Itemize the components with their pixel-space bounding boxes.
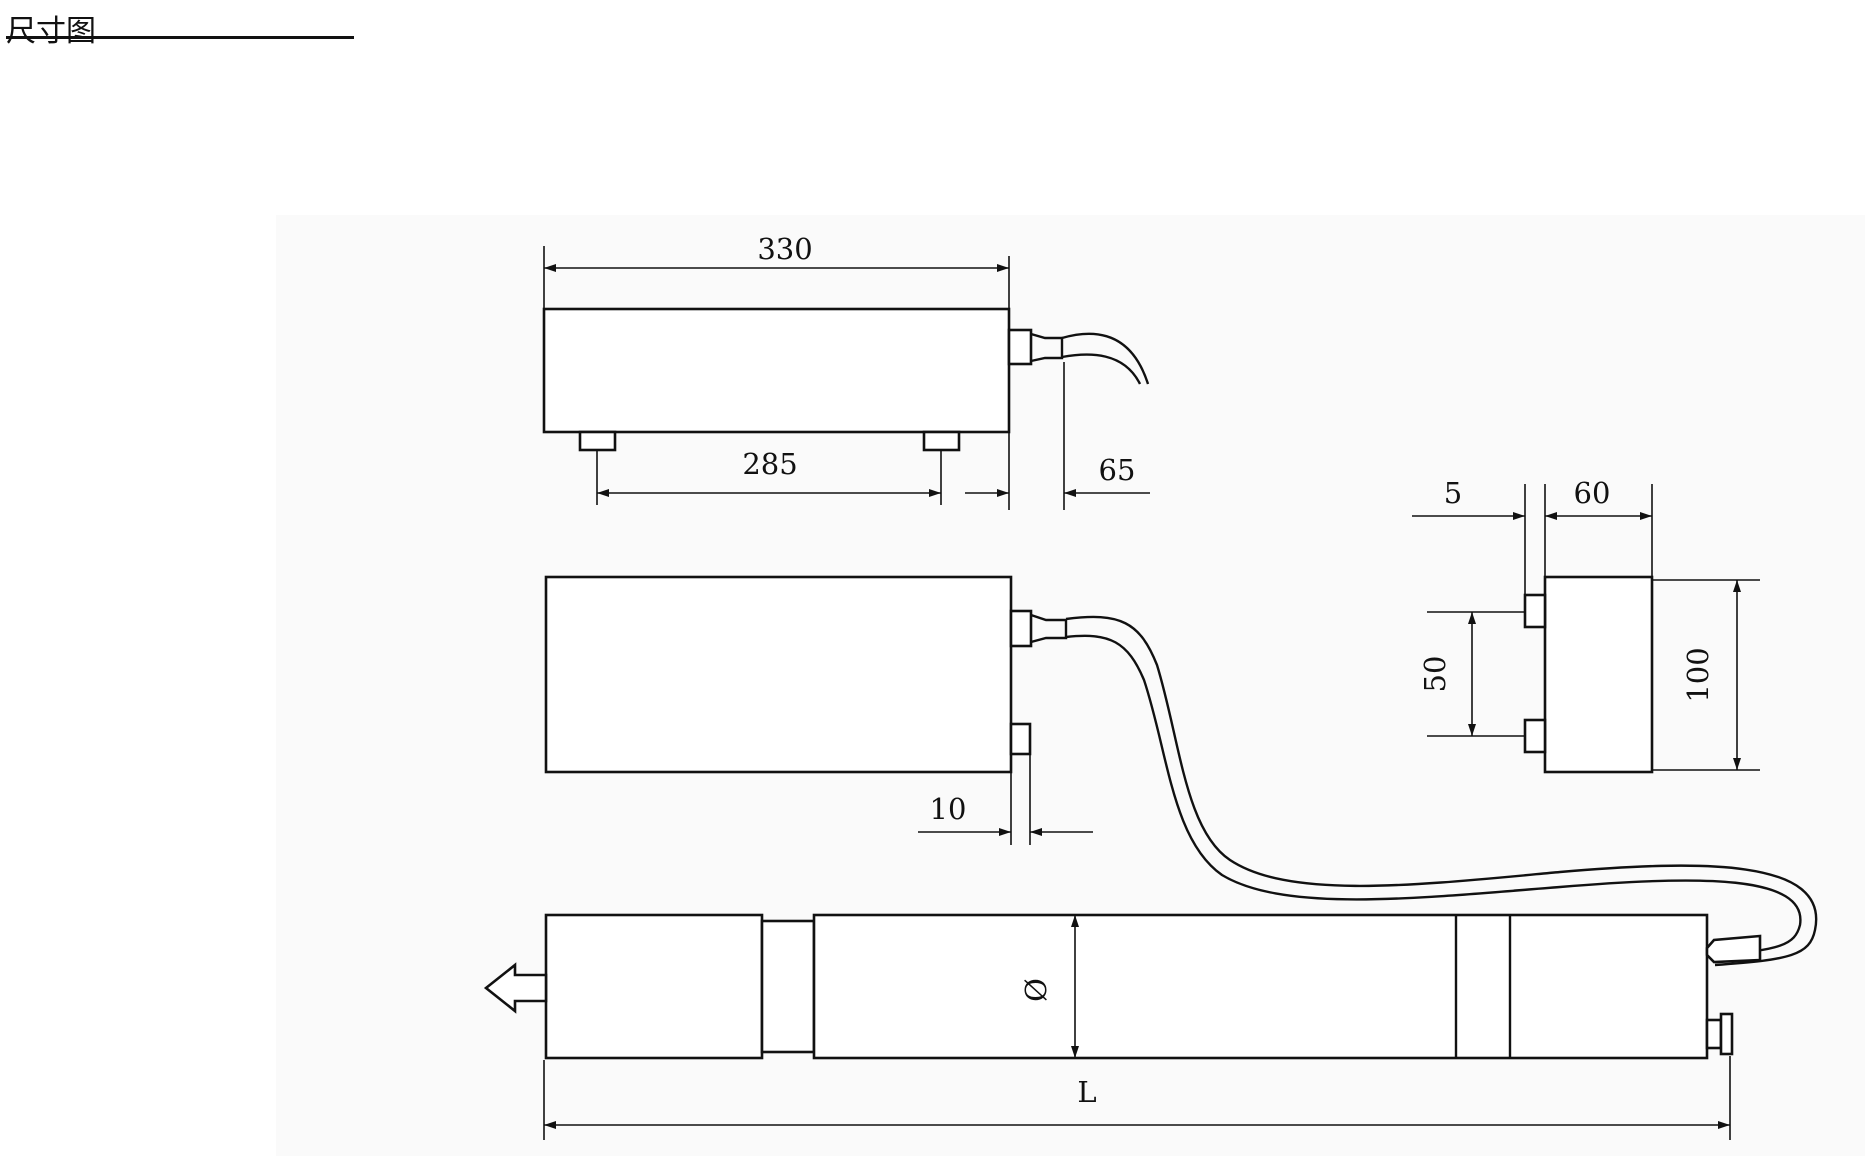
side-view-connector-taper <box>1030 332 1064 363</box>
end-view-foot-top <box>1523 593 1547 629</box>
output-arrow-icon <box>483 962 548 1014</box>
dim-50-label: 50 <box>1418 656 1452 693</box>
cable-inner-edge <box>1065 634 1802 957</box>
dim-l-label: L <box>1077 1075 1096 1109</box>
cylinder-main-body <box>812 913 1709 1060</box>
end-view-body <box>1543 575 1654 774</box>
dim-65-label: 65 <box>1099 453 1136 487</box>
cable-outer-edge <box>1065 615 1818 967</box>
cylinder-end-cap <box>544 913 764 1060</box>
side-view-body <box>542 307 1011 434</box>
cylinder-neck <box>760 919 816 1054</box>
connecting-cable <box>1065 615 1818 967</box>
plan-view-connector-taper <box>1030 613 1068 644</box>
plan-view-body <box>544 575 1013 774</box>
dim-diameter-label: Ø <box>1019 978 1053 1002</box>
dim-10-label: 10 <box>930 792 967 826</box>
end-view-foot-bottom <box>1523 718 1547 754</box>
plan-view: 10 <box>544 575 1093 845</box>
side-view: 330 285 65 <box>542 232 1150 510</box>
dim-5-label: 5 <box>1444 476 1462 510</box>
cylinder-view: Ø L <box>483 913 1762 1140</box>
side-view-connector <box>1007 328 1033 366</box>
dim-100-label: 100 <box>1681 647 1715 702</box>
cylinder-cable-gland <box>1705 934 1762 964</box>
plan-view-foot <box>1009 722 1032 756</box>
cylinder-foot-neck <box>1705 1018 1723 1050</box>
end-view: 5 60 50 100 <box>1412 476 1760 774</box>
title-underline <box>6 36 354 39</box>
cylinder-foot <box>1719 1012 1734 1056</box>
page-title: 尺寸图 <box>6 14 96 49</box>
side-view-foot-left <box>578 430 617 452</box>
side-view-cable-edge <box>1061 353 1142 385</box>
dim-60-label: 60 <box>1574 476 1611 510</box>
side-view-cable <box>1061 332 1150 385</box>
plan-view-connector <box>1009 609 1033 648</box>
dim-330-label: 330 <box>757 232 812 266</box>
side-view-foot-right <box>922 430 961 452</box>
dim-285-label: 285 <box>742 447 797 481</box>
